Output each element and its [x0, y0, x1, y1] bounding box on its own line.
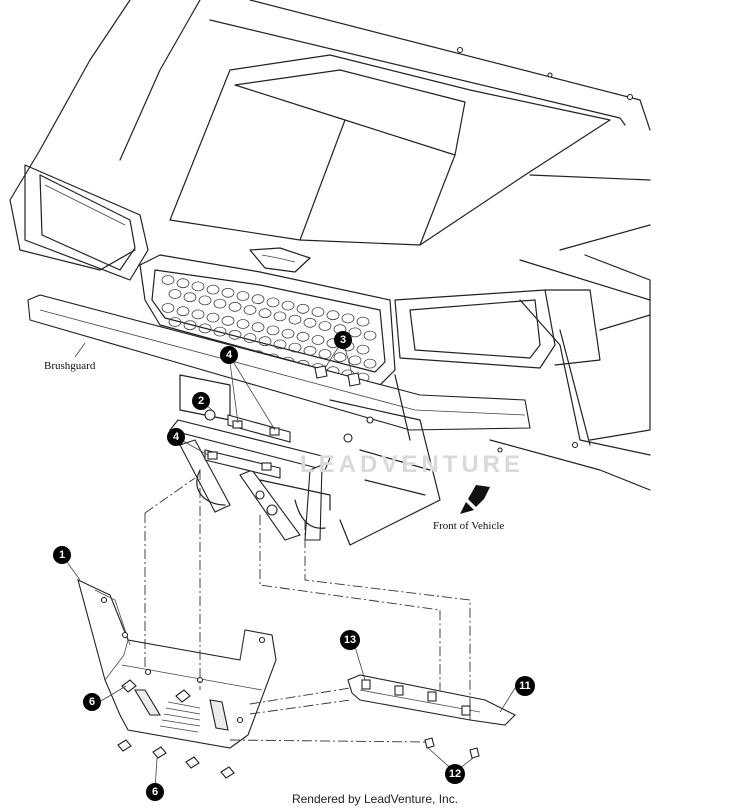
grille-hole — [318, 321, 332, 331]
callout-6-lower: 6 — [146, 783, 164, 801]
grille-hole — [206, 312, 220, 323]
grille-hole — [258, 336, 272, 347]
hood-emblem — [249, 247, 311, 273]
svg-text:4: 4 — [226, 349, 233, 361]
grille-hole — [191, 309, 205, 320]
grille-hole — [341, 313, 355, 324]
callout-13: 13 — [340, 630, 360, 650]
grille-hole — [348, 355, 362, 366]
grille-hole — [258, 308, 272, 319]
grille-hole — [303, 317, 317, 328]
grille-hole — [266, 297, 280, 308]
grille-hole — [183, 292, 197, 303]
svg-text:11: 11 — [519, 680, 531, 692]
grille-hole — [228, 329, 242, 340]
grille-hole — [168, 317, 182, 327]
grille-hole — [318, 349, 332, 359]
grille-hole — [243, 305, 257, 315]
callout-1: 1 — [53, 546, 71, 564]
grille-hole — [221, 315, 235, 326]
grille-hole — [281, 328, 295, 339]
svg-text:1: 1 — [59, 549, 65, 561]
grille-hole — [296, 303, 310, 314]
svg-text:6: 6 — [89, 696, 95, 708]
grille-hole — [296, 331, 310, 342]
grille-hole — [213, 298, 227, 309]
watermark-text: LEADVENTURE — [300, 451, 524, 478]
grille-hole — [168, 289, 182, 299]
svg-text:12: 12 — [449, 768, 461, 780]
grille-hole — [243, 333, 257, 343]
callout-4-lower: 4 — [167, 428, 185, 446]
svg-text:3: 3 — [340, 334, 346, 346]
grille-hole — [176, 278, 190, 289]
front-frame — [179, 374, 441, 546]
grille-hole — [348, 327, 362, 338]
grille-hole — [206, 284, 220, 295]
grille-hole — [161, 303, 175, 313]
grille-hole — [176, 306, 190, 317]
svg-text:4: 4 — [173, 431, 180, 443]
grille-hole — [198, 295, 212, 306]
grille-hole — [311, 307, 325, 317]
render-credit: Rendered by LeadVenture, Inc. — [291, 792, 459, 806]
grille-hole — [288, 342, 302, 353]
svg-text:2: 2 — [198, 395, 204, 407]
grille-hole — [266, 325, 280, 336]
grille-hole — [303, 345, 317, 356]
grille-hole — [333, 352, 347, 363]
grille-hole — [183, 320, 197, 331]
grille-hole — [251, 322, 265, 333]
callout-3: 3 — [334, 331, 352, 349]
bolt-part-6 — [117, 679, 235, 779]
grille-hole — [311, 335, 325, 345]
grille-hole — [273, 339, 287, 350]
grille-hole — [236, 319, 250, 329]
callout-12: 12 — [445, 764, 465, 784]
grille-hole — [363, 330, 377, 341]
skid-plate-part-1 — [77, 578, 277, 749]
grille-hole — [191, 281, 205, 292]
front-of-vehicle-label: Front of Vehicle — [433, 520, 504, 532]
grille-hole — [213, 326, 227, 337]
vehicle-hood — [9, 0, 651, 491]
grille-hole — [281, 300, 295, 311]
skid-bracket-part-11 — [347, 674, 516, 759]
callout-2: 2 — [192, 392, 210, 410]
callout-11: 11 — [515, 676, 535, 696]
grille-hole — [236, 291, 250, 301]
svg-text:6: 6 — [152, 786, 158, 798]
brushguard-label: Brushguard — [44, 360, 96, 372]
assembly-lines — [144, 470, 471, 743]
grille-hole — [273, 311, 287, 322]
grille-hole — [363, 358, 377, 369]
grille-hole — [221, 287, 235, 298]
front-direction-arrow — [460, 485, 490, 514]
grille-hole — [356, 344, 370, 355]
grille-hole — [228, 301, 242, 312]
mounting-bracket-lower — [204, 449, 281, 479]
callout-4-upper: 4 — [220, 346, 238, 364]
bolt-part-3 — [314, 365, 361, 387]
callout-6-upper: 6 — [83, 693, 101, 711]
svg-text:13: 13 — [344, 634, 356, 646]
right-headlight — [394, 254, 651, 441]
grille-hole — [326, 310, 340, 321]
grille-hole — [288, 314, 302, 325]
grille-hole — [251, 294, 265, 305]
mounting-bracket-upper — [227, 414, 291, 443]
left-headlight — [24, 164, 149, 281]
grille-hole — [356, 316, 370, 327]
grille-hole — [198, 323, 212, 334]
grille-hole — [161, 275, 175, 285]
